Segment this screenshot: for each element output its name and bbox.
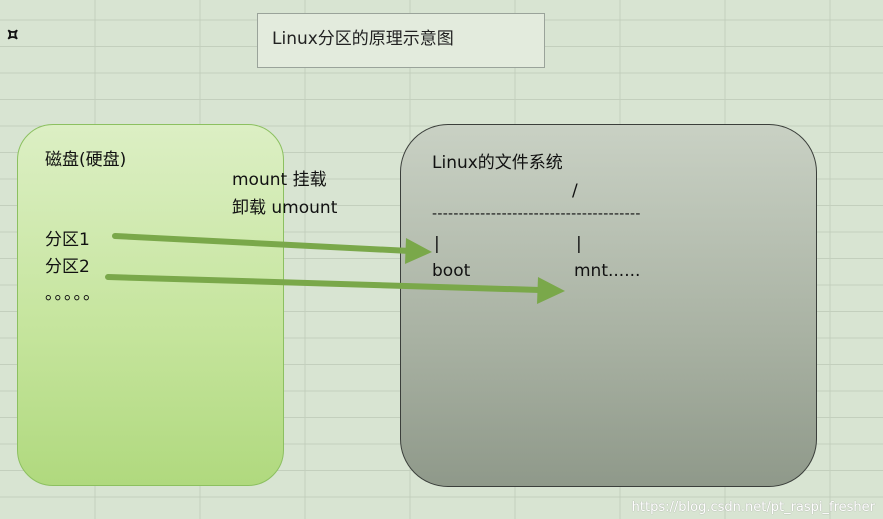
dir-mnt: mnt...... [574,261,641,281]
title-box: Linux分区的原理示意图 [257,13,545,68]
more-partitions-label: 。。。。。 [45,284,101,304]
umount-label: 卸载 umount [232,198,338,218]
puzzle-piece-icon: ⯏ [6,24,21,45]
disk-title: 磁盘(硬盘) [45,150,127,170]
filesystem-box [400,124,817,487]
filesystem-separator: --------------------------------------- [432,206,641,222]
filesystem-root: / [572,181,578,201]
watermark: https://blog.csdn.net/pt_raspi_fresher [631,500,875,515]
branch-right: | [576,234,582,254]
branch-left: | [434,234,440,254]
partition-1-label: 分区1 [45,230,90,250]
filesystem-title: Linux的文件系统 [432,153,563,173]
mount-label: mount 挂载 [232,170,327,190]
dir-boot: boot [432,261,471,281]
partition-2-label: 分区2 [45,257,90,277]
diagram-title: Linux分区的原理示意图 [272,29,454,49]
disk-box [17,124,284,486]
